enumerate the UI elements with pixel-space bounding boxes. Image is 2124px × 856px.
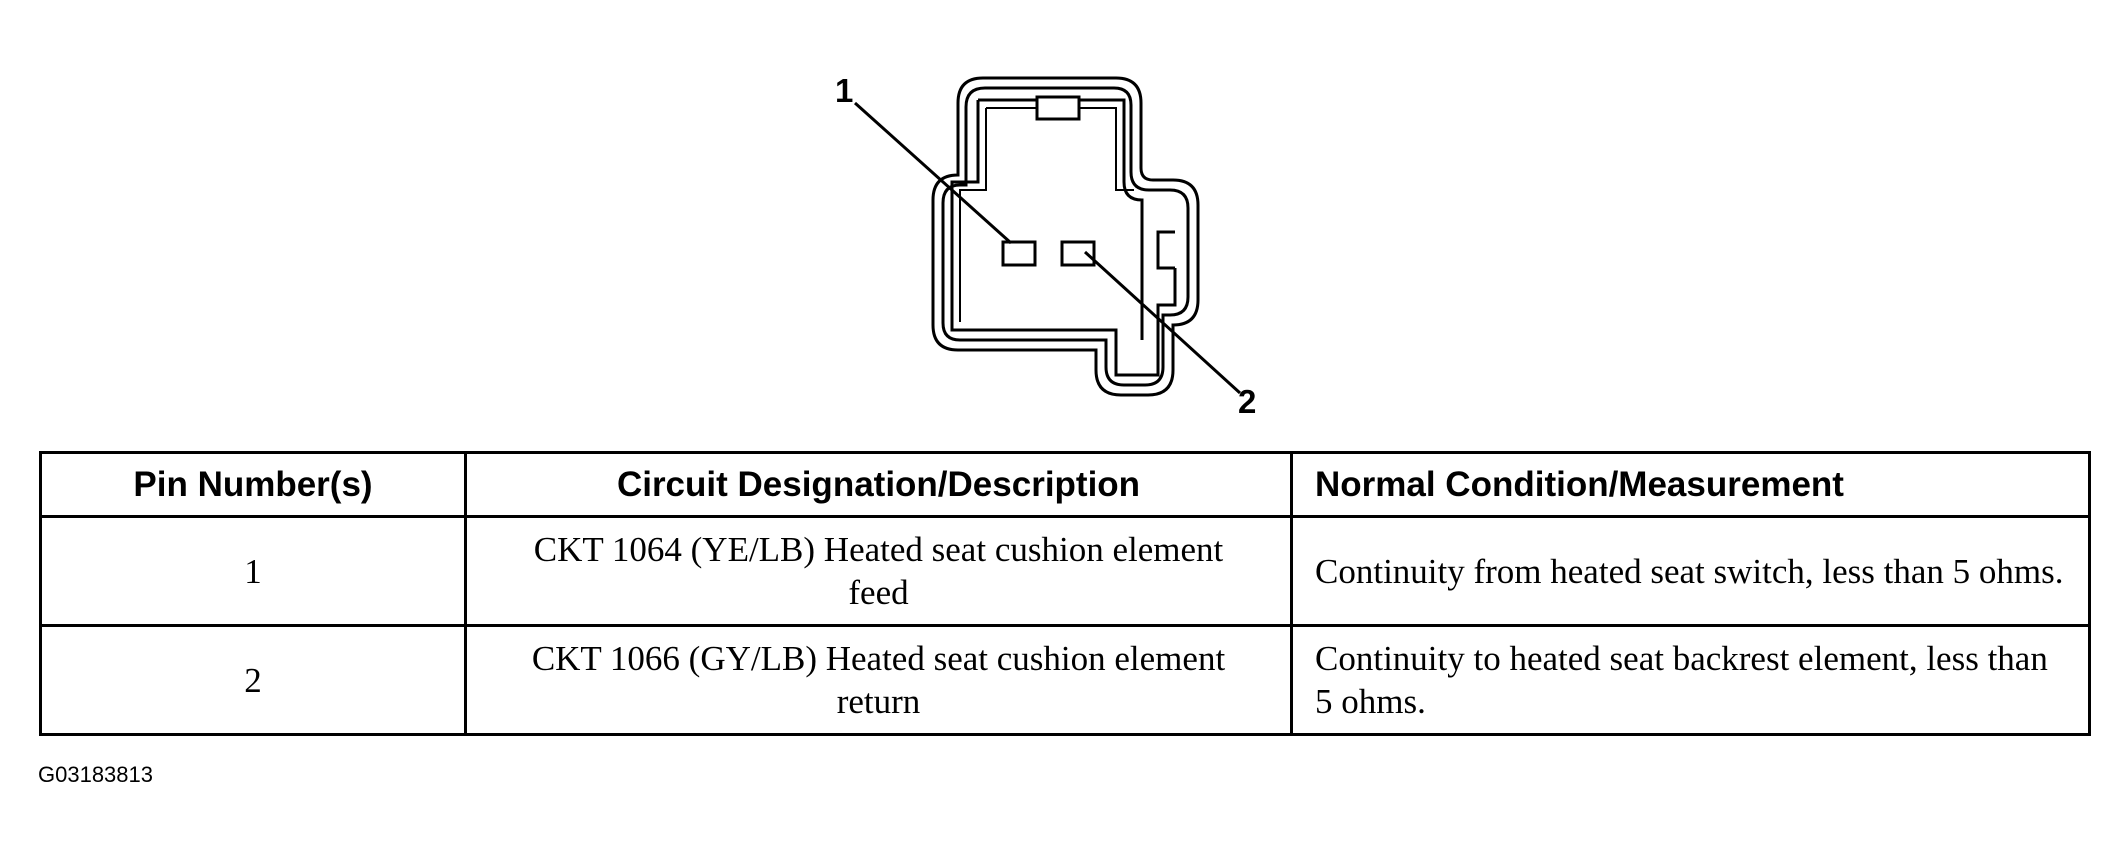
table-row: 2 CKT 1066 (GY/LB) Heated seat cushion e… xyxy=(39,624,2091,736)
header-pin-numbers: Pin Number(s) xyxy=(39,451,467,518)
connector-inner-cavity-line xyxy=(959,107,1134,322)
pinout-table: Pin Number(s) Circuit Designation/Descri… xyxy=(39,451,2091,736)
pin-2-terminal xyxy=(1060,240,1096,267)
pin-1-terminal xyxy=(1001,240,1037,267)
connector-outer-shell-inner-line xyxy=(941,86,1190,387)
row-2-circuit: CKT 1066 (GY/LB) Heated seat cushion ele… xyxy=(531,639,1226,721)
table-header-row: Pin Number(s) Circuit Designation/Descri… xyxy=(39,451,2091,518)
row-2-circuit-cell: CKT 1066 (GY/LB) Heated seat cushion ele… xyxy=(464,624,1293,736)
row-2-pin: 2 xyxy=(39,624,467,736)
row-1-circuit-cell: CKT 1064 (YE/LB) Heated seat cushion ele… xyxy=(464,515,1293,627)
row-1-circuit: CKT 1064 (YE/LB) Heated seat cushion ele… xyxy=(533,530,1224,612)
header-circuit-designation: Circuit Designation/Description xyxy=(464,451,1293,518)
figure-id: G03183813 xyxy=(38,762,153,787)
connector-side-notch xyxy=(1156,230,1175,270)
header-normal-condition: Normal Condition/Measurement xyxy=(1290,451,2091,518)
pin-1-label: 1 xyxy=(835,72,853,109)
row-2-condition: Continuity to heated seat backrest eleme… xyxy=(1290,624,2091,736)
pin-2-leader-line xyxy=(1083,250,1242,395)
pin-2-label: 2 xyxy=(1238,383,1256,420)
table-row: 1 CKT 1064 (YE/LB) Heated seat cushion e… xyxy=(39,515,2091,627)
pin-1-leader-line xyxy=(853,101,1013,245)
connector-diagram: 1 2 xyxy=(835,72,1256,420)
connector-outer-shell xyxy=(931,76,1200,397)
row-1-pin: 1 xyxy=(39,515,467,627)
row-1-condition: Continuity from heated seat switch, less… xyxy=(1290,515,2091,627)
connector-inner-cavity xyxy=(950,98,1177,377)
connector-lock-tab xyxy=(1035,95,1081,121)
